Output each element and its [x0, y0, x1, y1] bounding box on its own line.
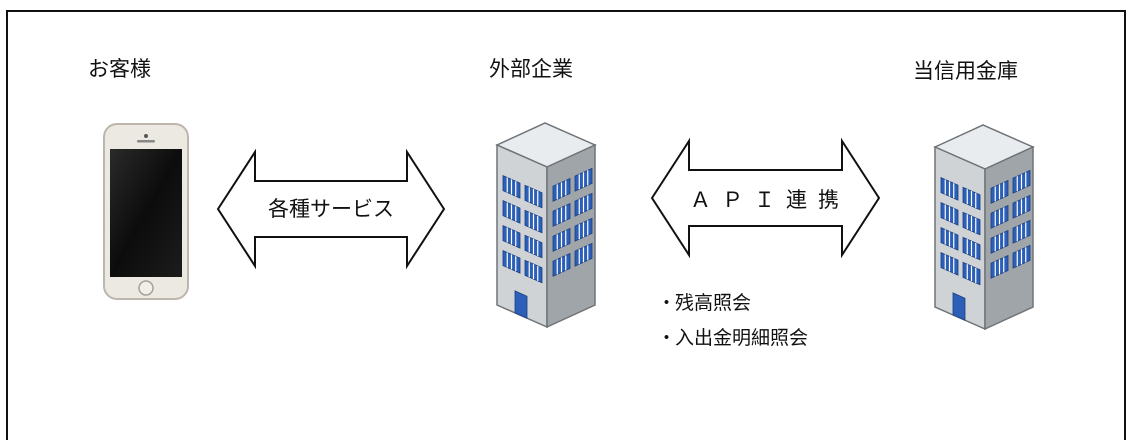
smartphone-icon: [103, 123, 189, 300]
external-company-building-icon: [495, 122, 597, 329]
api-feature-item: ・残高照会: [657, 286, 808, 321]
diagram-frame: [6, 10, 1126, 440]
api-feature-list: ・残高照会 ・入出金明細照会: [657, 286, 808, 356]
api-feature-transactions: 入出金明細照会: [675, 327, 809, 349]
customer-label: お客様: [88, 57, 151, 81]
api-feature-balance: 残高照会: [675, 292, 752, 314]
api-feature-item: ・入出金明細照会: [657, 321, 808, 356]
external-company-label: 外部企業: [489, 57, 573, 81]
credit-union-building-icon: [933, 124, 1035, 331]
api-arrow: ＡＰＩ連携: [650, 137, 881, 259]
api-arrow-label: ＡＰＩ連携: [690, 188, 850, 212]
services-arrow-label: 各種サービス: [268, 197, 394, 221]
bullet-marker: ・: [657, 327, 677, 349]
services-arrow: 各種サービス: [216, 148, 446, 270]
bullet-marker: ・: [657, 292, 677, 314]
credit-union-label: 当信用金庫: [913, 59, 1018, 83]
